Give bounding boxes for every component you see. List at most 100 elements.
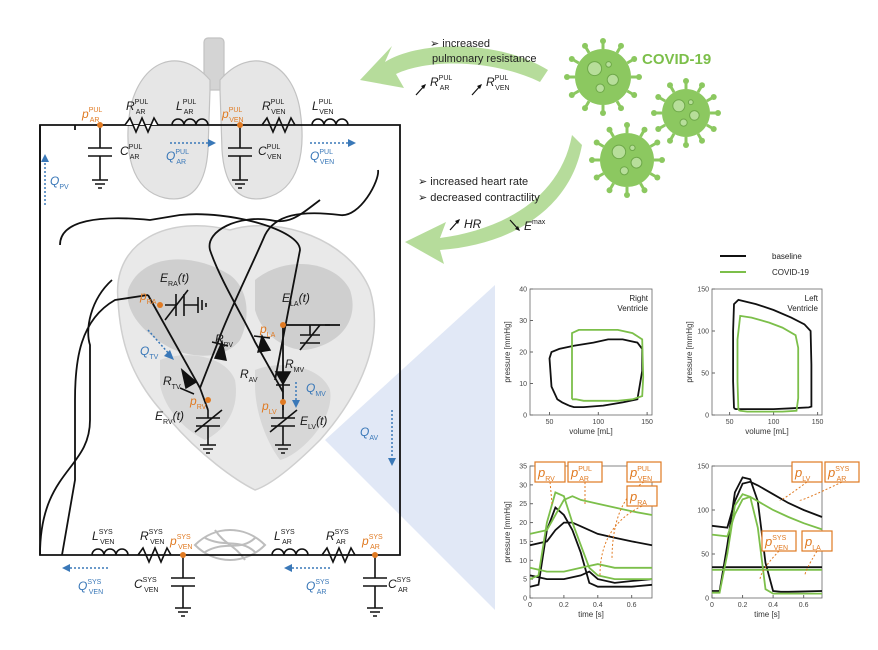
series-line [529,505,653,588]
x-axis-label: time [s] [578,610,604,619]
label-p-lv: pLV [261,399,277,416]
series-line [529,570,653,584]
y-tick-label: 10 [519,381,527,388]
series-line [571,328,645,402]
x-tick-label: 0.6 [627,602,637,609]
series-line [732,298,813,411]
tag-p-ra-text: pRA [629,489,647,507]
label-r-av: RAV [240,367,258,384]
covid-title: COVID-19 [642,51,711,68]
label-p-rv: pRV [189,394,207,411]
tag-p-rv-text: pRV [537,465,555,483]
y-tick-label: 5 [523,577,527,584]
flow-arrowheads [41,139,396,572]
series-line [548,338,644,409]
y-tick-label: 35 [519,464,527,471]
y-tick-label: 100 [697,329,709,336]
virus-icon [651,78,721,148]
tag-p-ra: pRA [599,485,658,576]
x-axis-label: volume [mL] [745,427,789,436]
chart-title: Right [629,294,648,303]
chart-title: Ventricle [787,304,818,313]
label-p-la: pLA [259,322,276,339]
y-tick-label: 150 [697,287,709,294]
svg-text:➢ increased heart rate: ➢ increased heart rate [418,176,528,188]
param-emax: Emax [524,219,546,233]
y-axis-label: pressure [mmHg] [503,321,512,382]
chart-title: Left [805,294,819,303]
valves [179,334,292,395]
x-tick-label: 0 [528,602,532,609]
y-axis-label: pressure [mmHg] [685,321,694,382]
label-r-tv: RTV [163,374,181,391]
tag-p-la: pLA [801,530,833,576]
label-p-ra: pRA [139,289,157,306]
virus-group [564,38,721,198]
flow-arrows [44,142,393,569]
circuit-wires [39,124,401,556]
effect-heart-line2: decreased contractility [430,192,540,204]
label-r-mv: RMV [285,357,305,374]
bullet-icon: ➢ [430,38,442,50]
legend-baseline: baseline [772,252,802,261]
label-q-av: QAV [360,425,378,442]
plot-frame [529,288,653,416]
tag-p-lv-text: pLV [794,465,811,483]
y-tick-label: 30 [519,318,527,325]
series-line [736,314,800,413]
heart-wiring [39,125,379,556]
label-e-lv: ELV(t) [300,414,327,431]
effect-heart-line1: increased heart rate [430,176,528,188]
y-axis-label: pressure [mmHg] [503,501,512,562]
effects-text: ➢ increased pulmonary resistance ➢ incre… [418,38,711,204]
y-tick-label: 0 [523,413,527,420]
x-tick-label: 0.6 [799,602,809,609]
y-tick-label: 25 [519,501,527,508]
x-tick-label: 0.2 [738,602,748,609]
legend: baseline COVID-19 [720,252,809,277]
y-tick-label: 0 [705,413,709,420]
x-axis-label: volume [mL] [569,427,613,436]
label-e-ra: ERA(t) [160,271,189,288]
x-tick-label: 150 [812,419,824,426]
zoom-wedge [325,285,495,610]
virus-icon [589,122,665,198]
plot-frame [711,288,823,416]
series-line [529,521,653,547]
y-tick-label: 0 [523,596,527,603]
y-tick-label: 15 [519,539,527,546]
chart-title: Ventricle [617,304,648,313]
tag-p-la-text: pLA [804,534,821,552]
x-tick-label: 50 [546,419,554,426]
arrowhead-icon [421,84,426,89]
x-tick-label: 0 [710,602,714,609]
series-line [711,495,823,538]
y-tick-label: 40 [519,287,527,294]
